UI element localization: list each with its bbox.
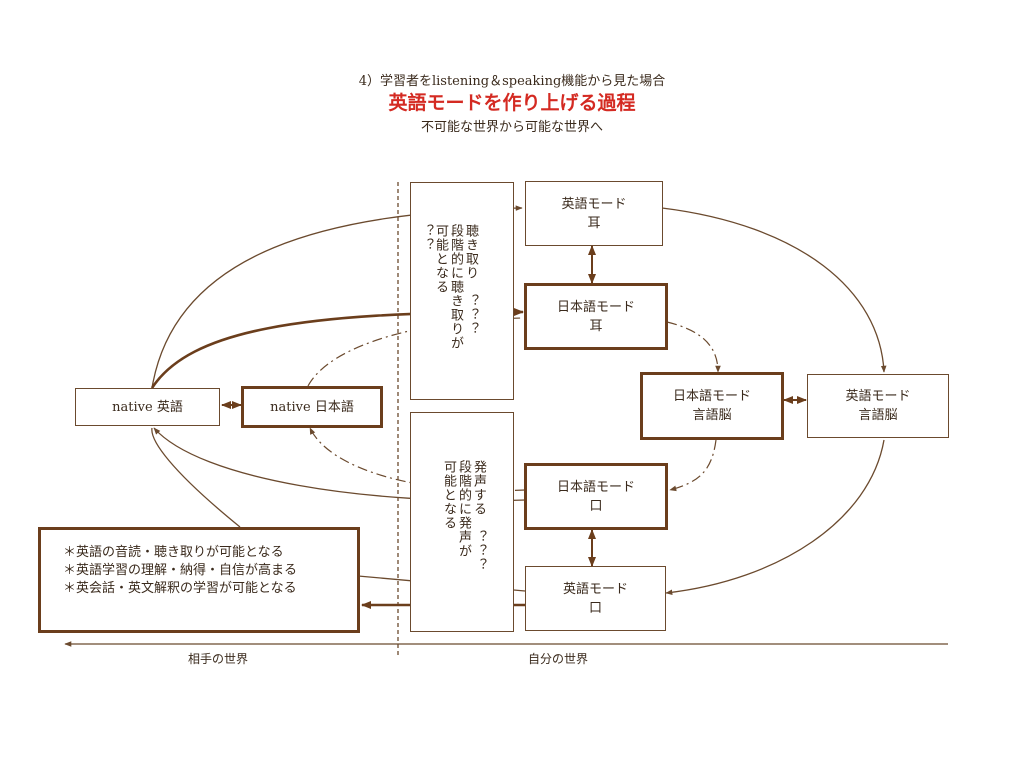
arrow-eng-brain-to-eng-mouth	[665, 439, 885, 596]
diagram-title: 英語モードを作り上げる過程	[388, 92, 636, 114]
node-jp-mode-mouth-line1: 日本語モード	[556, 479, 635, 495]
node-jp-mode-mouth: 日本語モード 口	[524, 463, 668, 530]
node-eng-mode-brain-line1: 英語モード	[845, 389, 911, 404]
node-native-eng: native 英語	[75, 388, 220, 426]
node-native-eng-label: native 英語	[112, 399, 183, 415]
node-jp-mode-brain-line2: 言語脳	[692, 408, 732, 423]
speaking-stage-text: 発声する ？？？ 段階的に発声が 可能となる	[441, 460, 486, 572]
dashdot-jp-ear-to-jp-brain	[666, 321, 721, 373]
arrow-note-to-eng-mouth	[151, 427, 241, 528]
node-eng-mode-brain: 英語モード 言語脳	[807, 374, 949, 438]
outcome-note-3: ＊英会話・英文解釈の学習が可能となる	[63, 581, 297, 596]
outcome-note-1: ＊英語の音読・聴き取りが可能となる	[63, 545, 284, 560]
node-native-jp: native 日本語	[241, 386, 383, 428]
outcome-notes-box: ＊英語の音読・聴き取りが可能となる ＊英語学習の理解・納得・自信が高まる ＊英会…	[38, 527, 360, 633]
listening-stage-panel	[410, 182, 514, 400]
node-jp-mode-ear: 日本語モード 耳	[524, 283, 668, 350]
node-jp-mode-mouth-line2: 口	[589, 498, 603, 514]
node-eng-mode-brain-line2: 言語脳	[858, 408, 898, 423]
node-jp-mode-brain-line1: 日本語モード	[672, 389, 751, 404]
dashdot-jp-mouth-to-native-jp	[309, 427, 526, 492]
node-eng-mode-ear-line2: 耳	[587, 215, 601, 231]
outcome-note-2: ＊英語学習の理解・納得・自信が高まる	[63, 563, 298, 578]
node-native-jp-label: native 日本語	[270, 399, 354, 415]
listening-stage-text: 聴き取り ？？？ 段階的に聴き取りが 可能となる ？？	[418, 224, 478, 350]
node-eng-mode-mouth-line2: 口	[588, 600, 602, 616]
node-eng-mode-ear-line1: 英語モード	[561, 196, 627, 212]
node-eng-mode-ear: 英語モード 耳	[525, 181, 663, 246]
other-world-label: 相手の世界	[188, 652, 249, 666]
node-jp-mode-ear-line2: 耳	[589, 318, 603, 334]
node-eng-mode-mouth: 英語モード 口	[525, 566, 666, 631]
self-world-label: 自分の世界	[528, 652, 589, 666]
arrow-eng-ear-to-eng-brain	[661, 207, 887, 373]
node-jp-mode-brain: 日本語モード 言語脳	[640, 372, 784, 440]
diagram-heading-number: 4）学習者をlistening＆speaking機能から見た場合	[358, 74, 666, 89]
dashdot-jp-brain-to-jp-mouth	[669, 439, 717, 492]
speaking-stage-panel	[410, 412, 514, 632]
node-jp-mode-ear-line1: 日本語モード	[556, 299, 635, 315]
diagram-subtitle: 不可能な世界から可能な世界へ	[420, 120, 603, 135]
node-eng-mode-mouth-line1: 英語モード	[562, 581, 628, 597]
